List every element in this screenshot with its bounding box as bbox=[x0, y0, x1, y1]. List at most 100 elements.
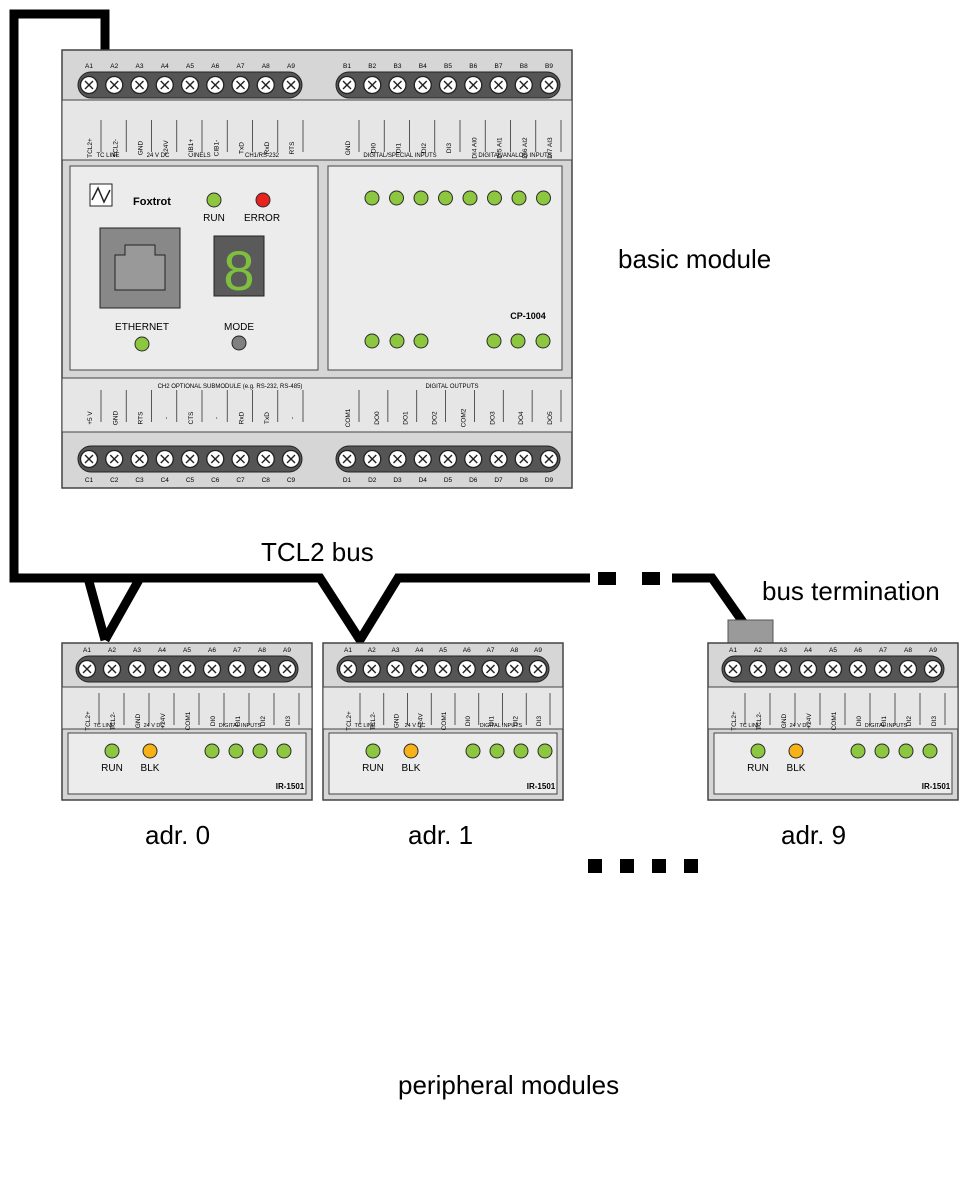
screw-slot bbox=[232, 664, 242, 674]
screw-slot bbox=[135, 454, 144, 464]
signal-label: DI3 bbox=[536, 716, 543, 727]
group-label: CH1/RS-232 bbox=[245, 153, 280, 159]
signal-label: COM1 bbox=[345, 408, 352, 427]
terminal-label: A7 bbox=[879, 647, 887, 654]
signal-label: TxD bbox=[239, 142, 246, 154]
screw-slot bbox=[236, 80, 245, 90]
adr0-label: adr. 0 bbox=[145, 820, 211, 850]
signal-label: COM2 bbox=[460, 408, 467, 427]
screw-slot bbox=[82, 664, 92, 674]
terminal-label: A7 bbox=[233, 647, 241, 654]
screw-slot bbox=[286, 454, 296, 464]
terminal-label: D1 bbox=[343, 477, 352, 484]
signal-label: DI1 bbox=[489, 716, 496, 727]
terminal-label: A4 bbox=[161, 63, 169, 70]
group-label: DIGITAL/ANALOG INPUTS bbox=[478, 153, 551, 159]
ethernet-label: ETHERNET bbox=[115, 322, 169, 333]
continuation-dot bbox=[620, 859, 634, 873]
terminal-label: D8 bbox=[520, 477, 529, 484]
terminal-label: A9 bbox=[283, 647, 291, 654]
screw-slot bbox=[853, 664, 863, 674]
signal-label: DI7 AI3 bbox=[547, 137, 554, 159]
screw-slot bbox=[494, 454, 503, 464]
led-indicator bbox=[462, 190, 478, 206]
screw-slot bbox=[282, 664, 292, 674]
screw-slot bbox=[753, 664, 763, 674]
screw-slot bbox=[778, 664, 788, 674]
signal-label: DI3 bbox=[931, 716, 938, 727]
terminal-label: C5 bbox=[186, 477, 195, 484]
group-label: TC LINE bbox=[93, 723, 114, 729]
screw-slot bbox=[438, 664, 448, 674]
led-indicator bbox=[465, 743, 481, 759]
screw-slot bbox=[443, 454, 453, 464]
bottom-label-band bbox=[61, 377, 573, 433]
signal-label: DO2 bbox=[432, 411, 439, 425]
terminal-label: A8 bbox=[258, 647, 266, 654]
screw-slot bbox=[342, 80, 352, 90]
terminal-label: B5 bbox=[444, 63, 452, 70]
led-indicator bbox=[537, 743, 553, 759]
led-indicator bbox=[364, 190, 380, 206]
terminal-label: A9 bbox=[534, 647, 542, 654]
screw-slot bbox=[509, 664, 519, 674]
terminal-label: C7 bbox=[236, 477, 245, 484]
terminal-label: C9 bbox=[287, 477, 296, 484]
led-indicator bbox=[438, 190, 453, 206]
group-label: TC LINE bbox=[739, 723, 760, 729]
model-label: CP-1004 bbox=[510, 311, 546, 321]
led-indicator bbox=[513, 743, 529, 759]
screw-slot bbox=[343, 664, 353, 674]
terminal-label: A1 bbox=[83, 647, 91, 654]
terminal-label: A6 bbox=[463, 647, 471, 654]
signal-label: DI0 bbox=[370, 143, 377, 154]
bus-terminator bbox=[727, 619, 774, 645]
led-indicator bbox=[413, 333, 429, 349]
terminal-label: A4 bbox=[158, 647, 166, 654]
led-indicator bbox=[389, 333, 405, 349]
screw-slot bbox=[928, 664, 938, 674]
screw-slot bbox=[462, 664, 472, 674]
terminal-label: A9 bbox=[287, 63, 295, 70]
group-label: INELS bbox=[193, 153, 210, 159]
screw-slot bbox=[443, 80, 453, 90]
terminal-label: A5 bbox=[183, 647, 191, 654]
signal-label: - bbox=[163, 417, 170, 419]
signal-label: TCL2+ bbox=[87, 138, 94, 158]
continuation-dot bbox=[588, 859, 602, 873]
led-indicator bbox=[206, 192, 222, 208]
signal-label: DI1 bbox=[235, 716, 242, 727]
led-indicator bbox=[276, 743, 292, 759]
screw-slot bbox=[367, 664, 377, 674]
signal-label: - bbox=[289, 417, 296, 419]
signal-label: DI0 bbox=[210, 716, 217, 727]
screw-slot bbox=[367, 80, 377, 90]
led-indicator bbox=[487, 190, 502, 206]
group-label: DIGITAL INPUTS bbox=[219, 723, 262, 729]
screw-slot bbox=[182, 664, 192, 674]
terminal-label: A6 bbox=[211, 63, 219, 70]
terminal-strip-a bbox=[721, 655, 945, 683]
signal-label: RxD bbox=[239, 411, 246, 424]
model-label: IR-1501 bbox=[922, 782, 951, 791]
signal-label: CIB1- bbox=[213, 140, 220, 157]
screw-slot bbox=[903, 664, 913, 674]
seven-segment-digit: 8 bbox=[223, 239, 254, 302]
led-indicator bbox=[489, 743, 505, 759]
signal-label: GND bbox=[394, 713, 401, 728]
screw-slot bbox=[236, 454, 245, 464]
terminal-label: C3 bbox=[135, 477, 144, 484]
signal-label: DI2 bbox=[512, 716, 519, 727]
signal-label: - bbox=[213, 417, 220, 419]
signal-label: TCL2+ bbox=[85, 711, 92, 731]
terminal-label: D6 bbox=[469, 477, 478, 484]
screw-slot bbox=[109, 80, 119, 90]
terminal-label: A4 bbox=[804, 647, 812, 654]
terminal-label: A8 bbox=[510, 647, 518, 654]
signal-label: TCL2- bbox=[112, 139, 119, 157]
bus-dash bbox=[598, 572, 616, 585]
screw-slot bbox=[393, 80, 402, 90]
